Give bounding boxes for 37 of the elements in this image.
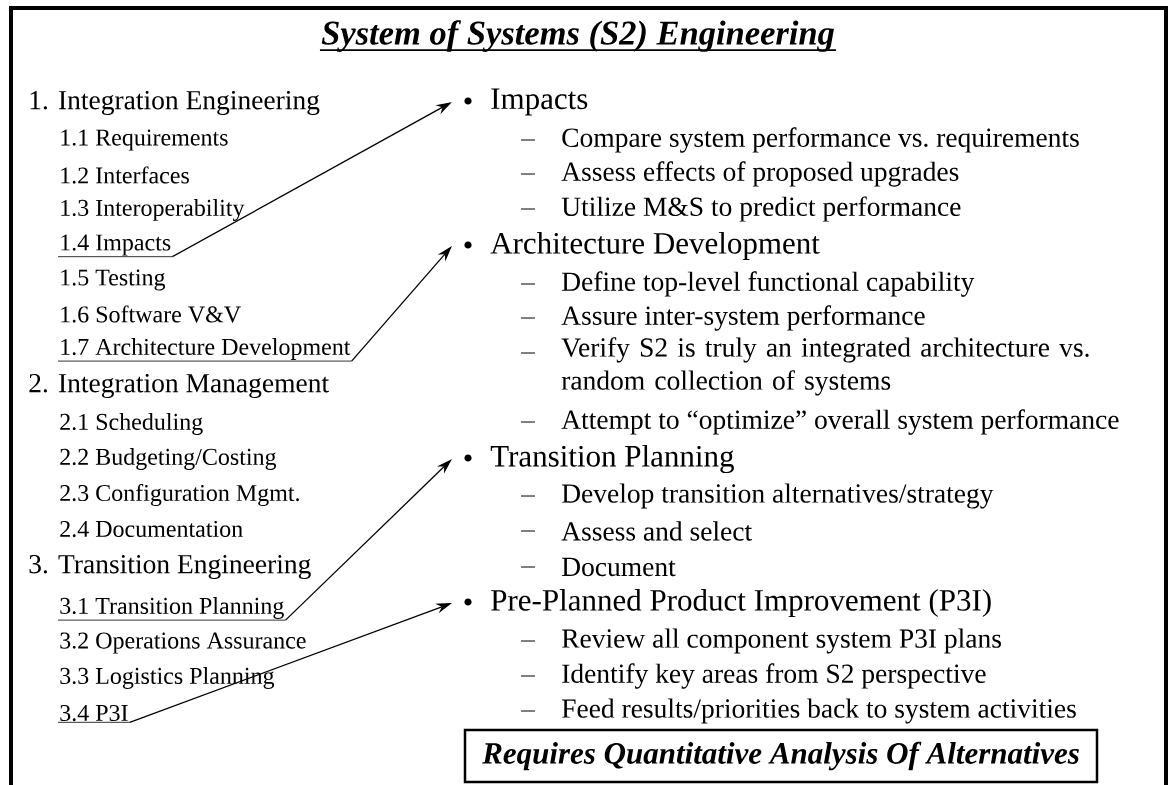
bullet-heading: Architecture Development [464,231,820,261]
title: System of Systems (S2) Engineering [319,20,837,52]
outline-item: 1.6 Software V&V [61,305,241,323]
outline-item: 2.1 Scheduling [60,413,203,435]
dash-item: Review all component system P3I plans [520,628,1001,654]
dash-item: Attempt to “optimize” overall system performance [520,409,1119,435]
outline-item: 3.2 Operations Assurance [60,632,306,654]
bullet-heading: Transition Planning [464,444,734,474]
outline-item: 1.2 Interfaces [61,166,189,184]
dash-item: Assure inter-system performance [520,305,925,331]
dash-item: Define top-level functional capability [520,271,975,297]
dash-item: Compare system performance vs. requirements [520,127,1079,153]
outline-item: 2.2 Budgeting/Costing [60,448,277,470]
dash-item: Verify S2 is truly an integrated architecture vs. random collection of systems [520,337,1089,396]
outline-heading: 1. Integration Engineering [30,90,320,116]
dash-item: Develop transition alternatives/strategy [520,483,994,509]
outline-item: 2.4 Documentation [60,520,243,538]
underlined-item: 1.4 Impacts [57,234,173,258]
bullet-heading: Impacts [464,88,588,116]
outline-heading: 3. Transition Engineering [29,554,311,580]
callout-box: Requires Quantitative Analysis Of Alternatives [463,728,1099,784]
dash-item: Assess and select [520,521,752,541]
bullet-heading: Pre-Planned Product Improvement (P3I) [464,588,991,618]
dash-item: Document [520,557,676,577]
underlined-item: 3.4 P3I [57,704,131,723]
dash-item: Assess effects of proposed upgrades [520,161,959,187]
outline-heading: 2. Integration Management [29,373,329,399]
outline-item: 1.3 Interoperability [61,199,245,221]
arrow [284,459,452,621]
dash-item: Identify key areas from S2 perspective [520,663,986,689]
outline-item: 1.1 Requirements [61,129,228,151]
underlined-item: 1.7 Architecture Development [57,338,353,362]
dash-item: Feed results/priorities back to system activities [520,698,1076,724]
underlined-item: 3.1 Transition Planning [57,597,286,621]
outline-item: 1.5 Testing [61,269,166,291]
outline-item: 2.3 Configuration Mgmt. [60,484,299,507]
dash-item: Utilize M&S to predict performance [520,196,961,222]
